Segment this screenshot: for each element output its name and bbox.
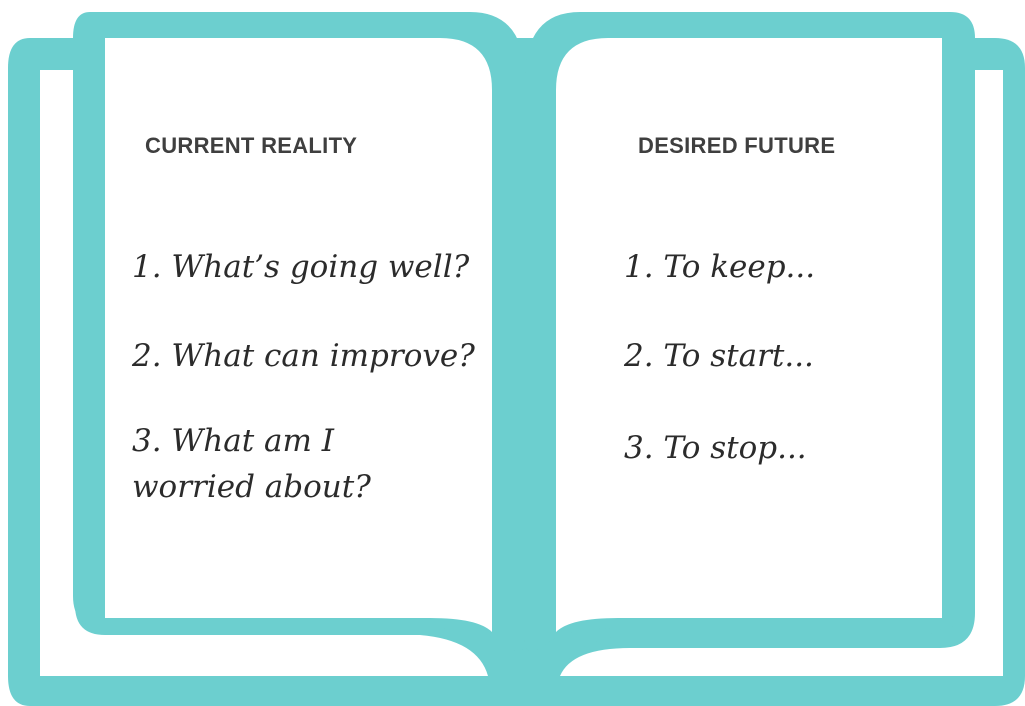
right-item-3: 3. To stop...	[624, 430, 807, 466]
left-item-3-line-1: 3. What am I	[132, 423, 335, 459]
left-page-heading: CURRENT REALITY	[145, 133, 358, 158]
left-page	[105, 38, 492, 632]
left-item-1: 1. What’s going well?	[132, 249, 470, 285]
right-page	[556, 38, 942, 632]
right-item-1: 1. To keep...	[624, 249, 816, 285]
left-item-3-line-2: worried about?	[132, 469, 371, 505]
right-page-heading: DESIRED FUTURE	[638, 133, 836, 158]
left-item-2: 2. What can improve?	[132, 338, 475, 374]
right-item-2: 2. To start...	[624, 338, 814, 374]
